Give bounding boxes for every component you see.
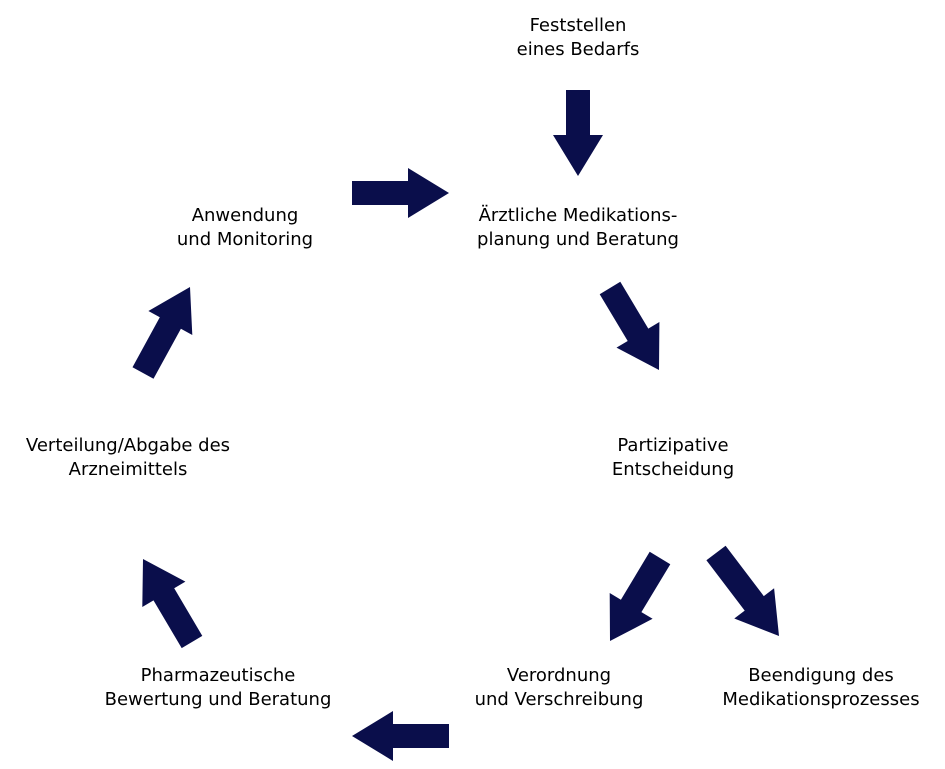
arrow-anwendung-to-planung (352, 168, 449, 218)
node-label-line: und Verschreibung (474, 689, 644, 710)
node-label-line: eines Bedarfs (516, 39, 640, 60)
node-label-line: Arzneimittels (68, 459, 188, 480)
node-label-line: Entscheidung (611, 459, 735, 480)
node-verteilung-abgabe: Verteilung/Abgabe des Arzneimittels (8, 434, 248, 482)
node-pharmazeutische-bewertung: Pharmazeutische Bewertung und Beratung (88, 664, 348, 712)
node-aerztliche-medikationsplanung: Ärztliche Medikations- planung und Berat… (438, 204, 718, 252)
node-label-line: Beendigung des (748, 665, 894, 686)
arrow-verordnung-to-pharma (352, 711, 449, 761)
node-label-line: Ärztliche Medikations- (478, 205, 678, 226)
node-anwendung-monitoring: Anwendung und Monitoring (140, 204, 350, 252)
node-label-line: Feststellen (529, 15, 627, 36)
node-feststellen-bedarf: Feststellen eines Bedarfs (478, 14, 678, 62)
node-label-line: und Monitoring (176, 229, 314, 250)
node-label-line: Bewertung und Beratung (104, 689, 332, 710)
arrow-entscheidung-to-verordnung (609, 551, 671, 641)
node-beendigung: Beendigung des Medikationsprozesses (696, 664, 945, 712)
node-label-line: Pharmazeutische (140, 665, 296, 686)
arrow-pharma-to-verteilung (142, 559, 203, 649)
node-label-line: Verteilung/Abgabe des (25, 435, 231, 456)
node-label-line: Anwendung (191, 205, 299, 226)
arrow-planung-to-entscheidung (599, 281, 660, 370)
node-label-line: Medikationsprozesses (722, 689, 920, 710)
arrow-entscheidung-to-beendigung (706, 545, 779, 636)
node-label-line: Verordnung (506, 665, 612, 686)
node-verordnung: Verordnung und Verschreibung (444, 664, 674, 712)
node-partizipative-entscheidung: Partizipative Entscheidung (563, 434, 783, 482)
arrow-bedarf-to-planung (553, 90, 603, 176)
node-label-line: planung und Beratung (477, 229, 679, 250)
node-label-line: Partizipative (617, 435, 729, 456)
arrow-verteilung-to-anwendung (132, 287, 193, 379)
